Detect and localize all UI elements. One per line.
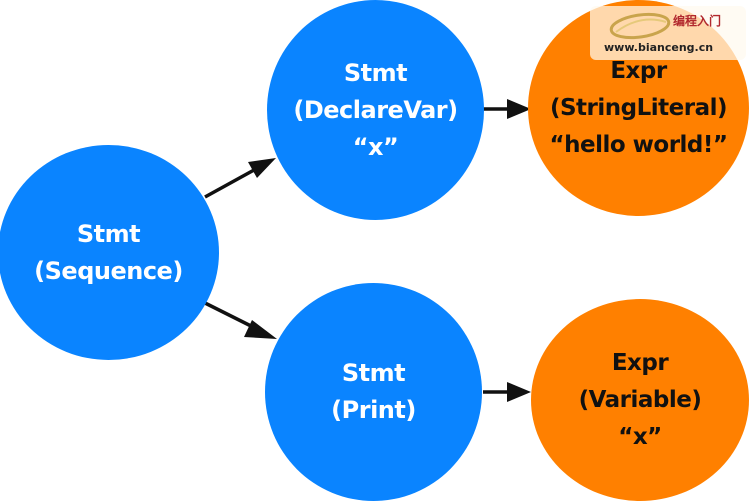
node-stmt-sequence: Stmt (Sequence) [0, 145, 219, 360]
node-label-line: Expr [611, 349, 669, 376]
node-label-line: (Sequence) [34, 256, 183, 285]
watermark-url-text: www.bianceng.cn [604, 41, 714, 54]
swoosh-logo-icon [609, 12, 671, 40]
watermark-chinese-text: 编程入门 [673, 14, 722, 28]
node-label-line: Stmt [76, 219, 141, 248]
node-stmt-print: Stmt (Print) [265, 283, 482, 501]
arrowhead-icon [244, 320, 277, 339]
node-label-line: “hello world!” [549, 131, 728, 158]
edge-declare-to-string-literal [483, 99, 531, 119]
arrowhead-icon [507, 99, 531, 119]
edge-sequence-to-declare [204, 158, 276, 199]
node-label-line: (Print) [331, 396, 416, 424]
edge-sequence-to-print [204, 301, 277, 339]
node-expr-variable: Expr (Variable) “x” [531, 299, 749, 501]
node-label-line: Stmt [341, 359, 406, 387]
node-label-line: Expr [610, 57, 667, 84]
arrowhead-icon [248, 158, 276, 178]
node-label-line: (Variable) [578, 386, 702, 413]
node-label-line: (DeclareVar) [293, 95, 458, 124]
node-label-line: Stmt [343, 58, 408, 87]
arrowhead-icon [507, 382, 531, 402]
node-label-line: (StringLiteral) [549, 94, 728, 121]
node-stmt-declarevar: Stmt (DeclareVar) “x” [267, 0, 484, 220]
node-label-line: “x” [352, 132, 399, 161]
edge-print-to-variable [483, 382, 531, 402]
node-label-line: “x” [618, 423, 662, 450]
watermark: 编程入门 www.bianceng.cn [590, 6, 746, 60]
